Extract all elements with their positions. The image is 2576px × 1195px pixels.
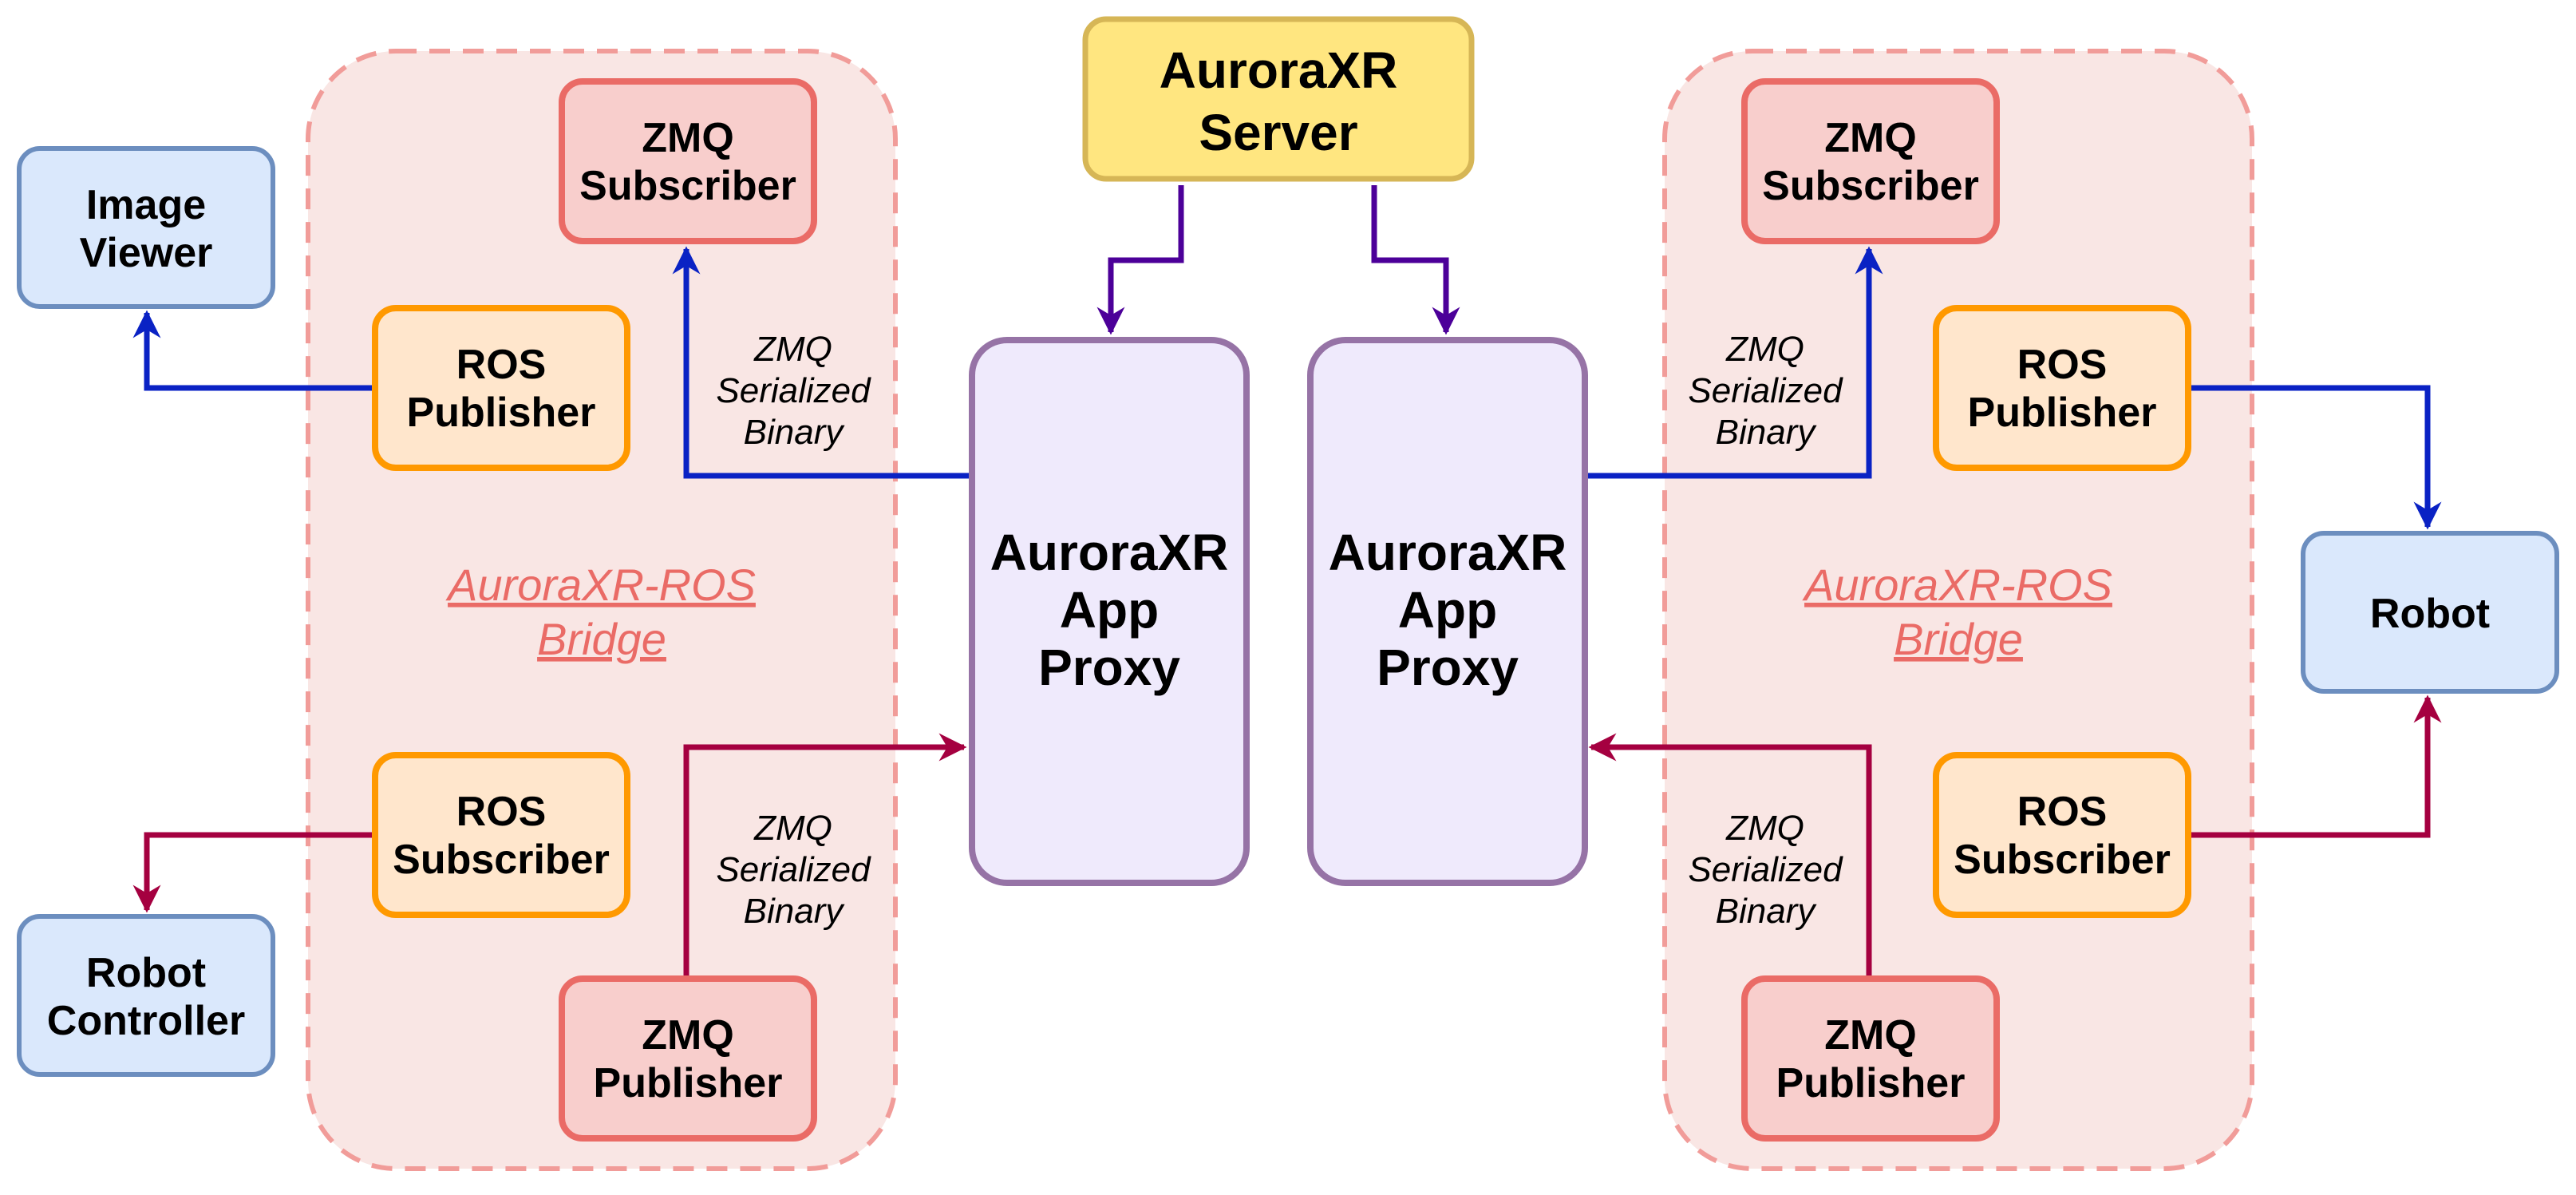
edge-label-left-bottom-2: Serialized — [716, 850, 871, 889]
left-proxy-label-3: Proxy — [1038, 639, 1180, 696]
left-bridge-label-1: AuroraXR-ROS — [445, 560, 756, 610]
edge-label-left-bottom-1: ZMQ — [753, 809, 832, 848]
right-bridge-label-1: AuroraXR-ROS — [1802, 560, 2112, 610]
left-ros-publisher-node: ROS Publisher — [372, 305, 630, 471]
edge-right-proxy-to-zmq-subscriber — [1586, 246, 1883, 479]
edge-labels: ZMQ Serialized Binary ZMQ Serialized Bin… — [716, 330, 1843, 931]
right-app-proxy-node: AuroraXR App Proxy — [1307, 337, 1588, 886]
robot-controller-node: Robot Controller — [17, 914, 275, 1077]
right-bridge-label-2: Bridge — [1894, 614, 2023, 664]
edge-server-to-left-proxy — [1096, 185, 1184, 335]
edge-left-ros-publisher-to-image-viewer — [132, 310, 372, 391]
left-zmq-subscriber-label-2: Subscriber — [579, 163, 796, 209]
edge-right-ros-subscriber-to-robot — [2191, 694, 2442, 838]
robot-node: Robot — [2301, 531, 2559, 694]
edge-label-left-top-2: Serialized — [716, 371, 871, 410]
edge-label-right-top-3: Binary — [1716, 413, 1818, 452]
left-zmq-publisher-node: ZMQ Publisher — [559, 975, 817, 1142]
edge-left-zmq-publisher-to-proxy — [683, 733, 967, 977]
left-proxy-label-2: App — [1060, 581, 1159, 639]
server-label-2: Server — [1199, 104, 1357, 161]
left-ros-publisher-label-1: ROS — [456, 342, 547, 388]
right-ros-subscriber-label-2: Subscriber — [1954, 837, 2171, 883]
edge-label-left-top-1: ZMQ — [753, 330, 832, 369]
left-bridge-label-2: Bridge — [537, 614, 666, 664]
right-zmq-subscriber-label-2: Subscriber — [1762, 163, 1979, 209]
right-proxy-label-2: App — [1398, 581, 1497, 639]
edge-label-left-top-3: Binary — [744, 413, 846, 452]
image-viewer-label-1: Image — [86, 182, 206, 228]
edges — [132, 185, 2442, 977]
auroraxr-server-node: AuroraXR Server — [1082, 16, 1475, 182]
left-proxy-label-1: AuroraXR — [990, 524, 1229, 581]
robot-label: Robot — [2370, 591, 2490, 637]
edge-server-to-right-proxy — [1371, 185, 1460, 335]
right-zmq-subscriber-node: ZMQ Subscriber — [1741, 78, 2000, 244]
left-ros-publisher-label-2: Publisher — [407, 390, 596, 436]
left-ros-subscriber-label-1: ROS — [456, 789, 547, 835]
right-zmq-publisher-node: ZMQ Publisher — [1741, 975, 2000, 1142]
edge-right-zmq-publisher-to-proxy — [1588, 733, 1872, 977]
left-ros-subscriber-label-2: Subscriber — [393, 837, 610, 883]
right-ros-publisher-node: ROS Publisher — [1933, 305, 2191, 471]
left-app-proxy-node: AuroraXR App Proxy — [969, 337, 1250, 886]
left-zmq-publisher-label-2: Publisher — [594, 1060, 783, 1106]
right-ros-subscriber-label-1: ROS — [2017, 789, 2108, 835]
left-ros-subscriber-node: ROS Subscriber — [372, 752, 630, 918]
edge-left-proxy-to-zmq-subscriber — [672, 246, 969, 479]
left-zmq-subscriber-label-1: ZMQ — [642, 115, 734, 161]
right-zmq-publisher-label-2: Publisher — [1776, 1060, 1966, 1106]
edge-label-right-top-1: ZMQ — [1725, 330, 1804, 369]
edge-left-ros-subscriber-to-robot-controller — [132, 832, 372, 913]
left-zmq-subscriber-node: ZMQ Subscriber — [559, 78, 817, 244]
right-zmq-publisher-label-1: ZMQ — [1824, 1012, 1917, 1058]
edge-label-right-bottom-1: ZMQ — [1725, 809, 1804, 848]
image-viewer-label-2: Viewer — [80, 230, 213, 276]
right-proxy-label-1: AuroraXR — [1329, 524, 1567, 581]
right-proxy-label-3: Proxy — [1377, 639, 1519, 696]
right-ros-publisher-label-1: ROS — [2017, 342, 2108, 388]
edge-label-right-bottom-3: Binary — [1716, 892, 1818, 931]
image-viewer-node: Image Viewer — [17, 146, 275, 309]
edge-label-right-bottom-2: Serialized — [1688, 850, 1843, 889]
robot-controller-label-1: Robot — [86, 950, 206, 996]
left-zmq-publisher-label-1: ZMQ — [642, 1012, 734, 1058]
edge-label-left-bottom-3: Binary — [744, 892, 846, 931]
robot-controller-label-2: Controller — [47, 998, 245, 1044]
edge-label-right-top-2: Serialized — [1688, 371, 1843, 410]
edge-right-ros-publisher-to-robot — [2191, 385, 2442, 530]
server-label-1: AuroraXR — [1160, 42, 1398, 99]
right-ros-subscriber-node: ROS Subscriber — [1933, 752, 2191, 918]
right-zmq-subscriber-label-1: ZMQ — [1824, 115, 1917, 161]
right-ros-publisher-label-2: Publisher — [1968, 390, 2157, 436]
